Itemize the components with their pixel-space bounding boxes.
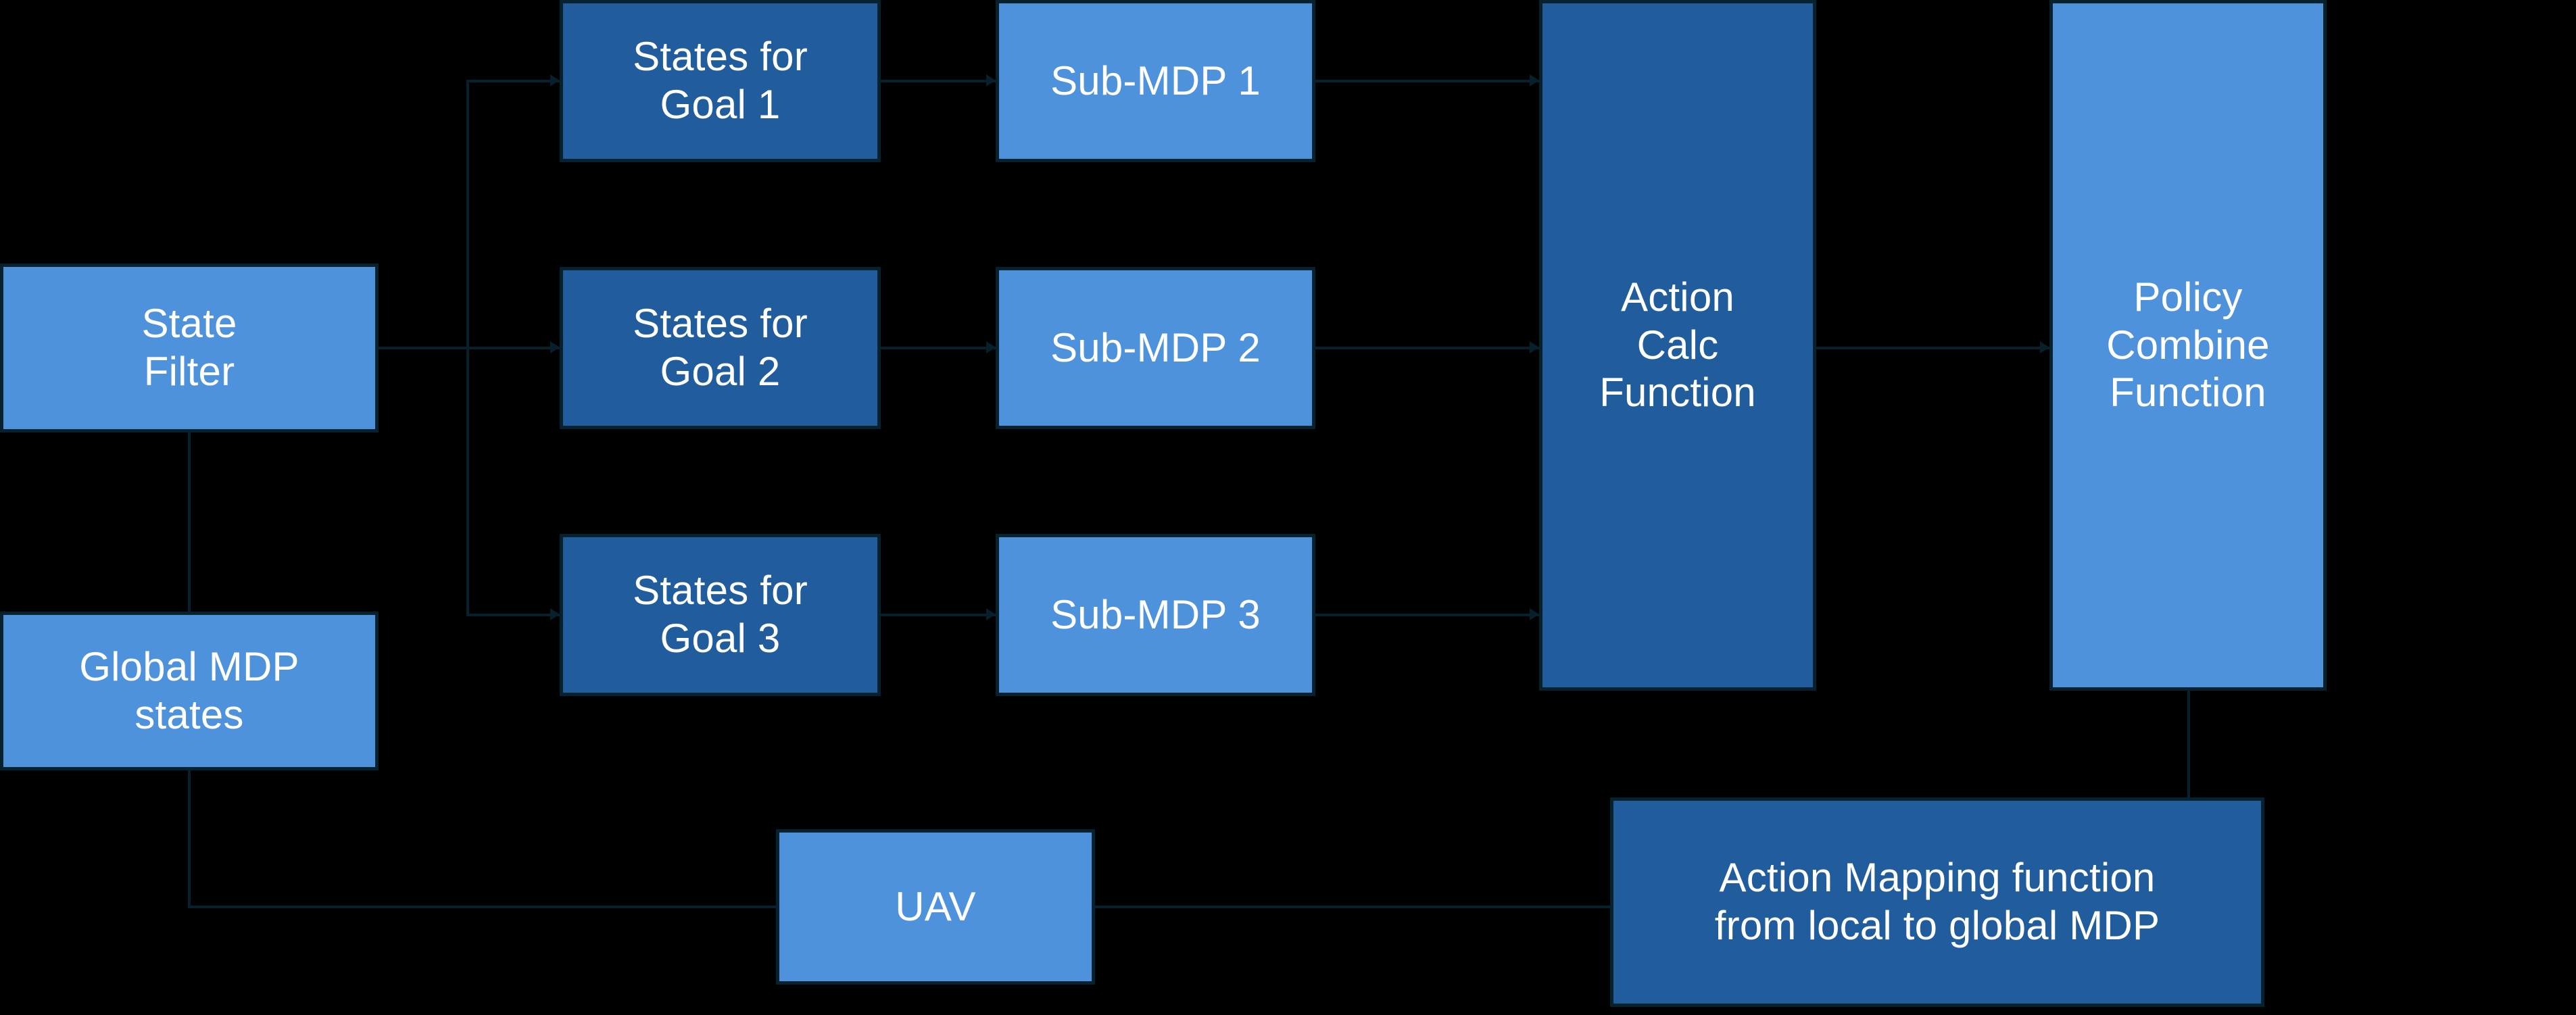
- connector-sub-mdp-1-to-action-calc: [1315, 80, 1539, 82]
- arrowhead-goal-2: [550, 341, 560, 353]
- connector-uav-to-global-states-v: [188, 770, 191, 906]
- node-states-for-goal-2[interactable]: States for Goal 2: [560, 267, 881, 429]
- node-states-for-goal-3[interactable]: States for Goal 3: [560, 534, 881, 696]
- connector-action-calc-to-policy-combine: [1816, 347, 2049, 349]
- connector-sub-mdp-2-to-action-calc: [1315, 347, 1539, 349]
- connector-uav-to-global-states-h: [188, 906, 776, 908]
- node-sub-mdp-3[interactable]: Sub-MDP 3: [996, 534, 1315, 696]
- connector-policy-combine-to-action-mapping: [2187, 691, 2190, 797]
- node-uav[interactable]: UAV: [776, 829, 1095, 985]
- connector-bus-to-goal-3: [466, 614, 560, 616]
- connector-global-states-to-state-filter: [188, 432, 191, 612]
- connector-bus-to-goal-1: [466, 80, 560, 82]
- node-sub-mdp-1[interactable]: Sub-MDP 1: [996, 0, 1315, 162]
- arrowhead-goal-3: [550, 608, 560, 620]
- connector-goal-3-to-sub-mdp-3: [881, 614, 996, 616]
- arrowhead-sub-mdp-1: [986, 74, 996, 86]
- connector-goal-bus-vertical: [466, 80, 469, 615]
- node-action-mapping-function[interactable]: Action Mapping function from local to gl…: [1610, 797, 2264, 1007]
- connector-action-mapping-to-uav-h: [1095, 906, 1610, 908]
- arrowhead-action-calc-2: [1530, 341, 1539, 353]
- arrowhead-policy-combine: [2040, 341, 2049, 353]
- connector-goal-1-to-sub-mdp-1: [881, 80, 996, 82]
- connector-goal-2-to-sub-mdp-2: [881, 347, 996, 349]
- arrowhead-action-calc-1: [1530, 74, 1539, 86]
- arrowhead-goal-1: [550, 74, 560, 86]
- node-action-calc-function[interactable]: Action Calc Function: [1539, 0, 1816, 691]
- connector-sub-mdp-3-to-action-calc: [1315, 614, 1539, 616]
- node-states-for-goal-1[interactable]: States for Goal 1: [560, 0, 881, 162]
- node-sub-mdp-2[interactable]: Sub-MDP 2: [996, 267, 1315, 429]
- node-global-mdp-states[interactable]: Global MDP states: [0, 612, 379, 770]
- arrowhead-sub-mdp-3: [986, 608, 996, 620]
- node-state-filter[interactable]: State Filter: [0, 264, 379, 432]
- node-policy-combine-function[interactable]: Policy Combine Function: [2049, 0, 2327, 691]
- arrowhead-action-calc-3: [1530, 608, 1539, 620]
- arrowhead-sub-mdp-2: [986, 341, 996, 353]
